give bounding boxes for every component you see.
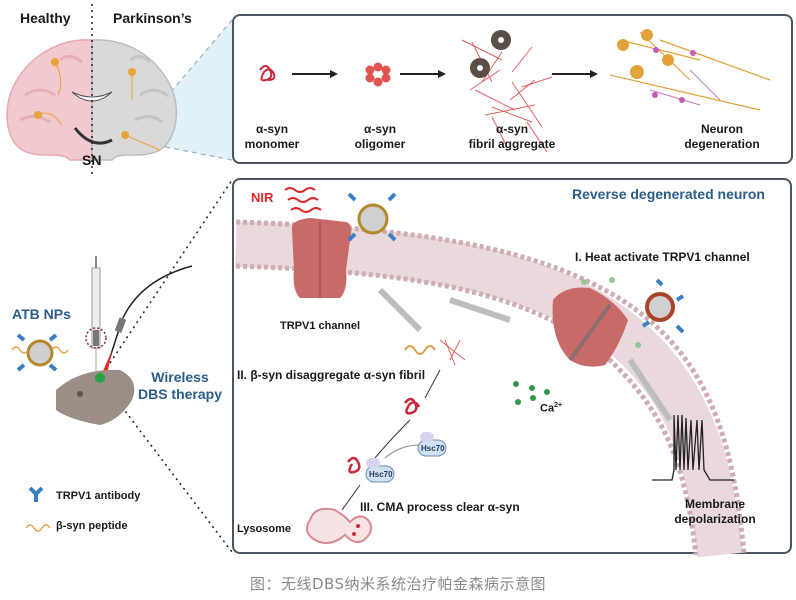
trpv1-channel-label: TRPV1 channel [280,320,361,332]
step1-label: I. Heat activate TRPV1 channel [575,250,750,264]
stage-oligomer-label: α-syn oligomer [354,122,406,151]
degenerating-neurons-icon [609,29,771,111]
atb-nanoparticle-icon [11,333,69,372]
peptide-fibril-complex [404,345,436,355]
calcium-ion-icons [513,381,550,405]
arrow-icon [590,70,598,78]
monomer-icon [347,456,361,474]
fibril-aggregate-icon [461,39,553,153]
trpv1-channel-icon [291,218,352,298]
stage-fibril-label: α-syn fibril aggregate [468,122,556,151]
legend-peptide-label: β-syn peptide [56,520,128,532]
antibody-icon [28,486,44,502]
hsc70-label: Hsc70 [421,444,445,453]
mouse-icon [56,369,135,425]
syringe-icon [91,256,101,372]
nir-label: NIR [251,190,274,205]
arrow-icon [438,70,446,78]
mechanism-title: Reverse degenerated neuron [572,186,765,202]
calcium-label: Ca2+ [540,402,563,415]
hsc70-bound-label: Hsc70 [369,470,393,479]
hsc70-bound-icon [365,465,395,483]
arrow-icon [330,70,338,78]
monomer-icon [259,65,276,82]
sn-label: SN [82,152,102,168]
figure-caption: 图：无线DBS纳米系统治疗帕金森病示意图 [249,575,547,593]
parkinsons-label: Parkinson’s [113,10,192,26]
progression-panel [232,14,793,164]
healthy-hemisphere [6,39,93,161]
atb-nanoparticle-icon [645,292,675,322]
legend-antibody-label: TRPV1 antibody [56,490,141,502]
lysosome-label: Lysosome [237,523,292,535]
wireless-dbs-label: Wireless DBS therapy [137,369,223,402]
atb-nanoparticle-icon [347,192,397,242]
step2-label: II. β-syn disaggregate α-syn fibril [237,368,426,382]
monomer-icon [404,397,421,415]
stage-neuron-label: Neuron degeneration [684,122,760,151]
peptide-icon [25,524,51,532]
atb-nps-label: ATB NPs [12,306,71,322]
healthy-label: Healthy [20,10,71,26]
oligomer-icon [365,62,391,87]
parkinsons-hemisphere [91,39,178,161]
injection-site-marker [85,327,107,349]
action-potential-trace [652,414,734,481]
nir-waves-icon [284,187,322,213]
step3-label: III. CMA process clear α-syn [360,500,520,514]
stage-monomer-label: α-syn monomer [244,122,300,151]
depolarization-label: Membrane depolarization [674,497,756,526]
